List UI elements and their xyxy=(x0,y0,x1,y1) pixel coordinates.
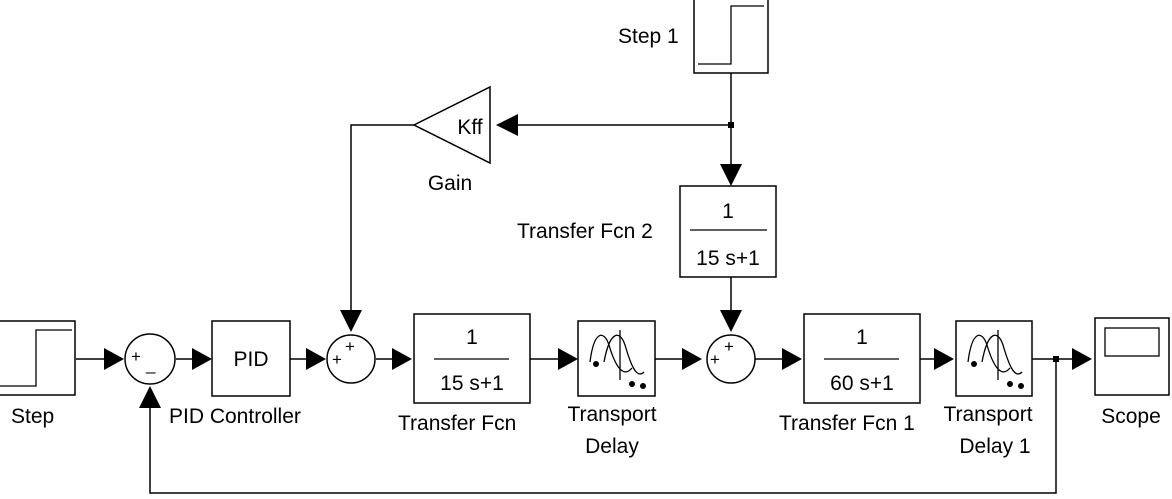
transfer-fcn-1-label: Transfer Fcn 1 xyxy=(779,412,915,435)
transfer-fcn-block[interactable]: 1 15 s+1 xyxy=(413,313,531,404)
step-waveform-icon xyxy=(0,329,72,387)
tf2-denominator: 15 s+1 xyxy=(696,247,760,270)
step-1-block[interactable] xyxy=(693,0,769,74)
gain-symbol: Kff xyxy=(457,116,482,139)
sum2-top-plus: + xyxy=(345,337,355,356)
transfer-fcn-2-block[interactable]: 1 15 s+1 xyxy=(679,185,777,278)
gain-label: Gain xyxy=(428,172,472,195)
step1-waveform-icon xyxy=(698,5,764,65)
scope-label: Scope xyxy=(1101,405,1161,428)
tf1-denominator: 60 s+1 xyxy=(830,372,894,395)
transport-delay-1-label-line1: Transport xyxy=(943,403,1032,426)
pid-symbol: PID xyxy=(233,348,268,371)
sum3-top-plus: + xyxy=(724,337,734,356)
transport-delay-label-line1: Transport xyxy=(567,403,656,426)
signal-wires xyxy=(76,73,1082,494)
transfer-fcn-label: Transfer Fcn xyxy=(398,412,516,435)
sum1-minus-sign: _ xyxy=(145,355,156,374)
signal-arrowheads xyxy=(104,114,1092,408)
tf2-numerator: 1 xyxy=(722,200,734,223)
sum3-left-plus: + xyxy=(710,350,720,369)
transport-delay-label-line2: Delay xyxy=(585,435,639,458)
delay1-waveform-icon xyxy=(967,330,1024,389)
sum1-plus-sign: + xyxy=(131,347,141,366)
tf-denominator: 15 s+1 xyxy=(440,372,504,395)
delay-waveform-icon xyxy=(589,330,646,389)
pid-controller-block[interactable]: PID xyxy=(211,320,291,397)
transport-delay-1-label-line2: Delay 1 xyxy=(959,435,1030,458)
scope-screen-icon xyxy=(1104,327,1160,357)
step-block[interactable] xyxy=(0,320,76,396)
transfer-fcn-2-label: Transfer Fcn 2 xyxy=(517,220,653,243)
scope-block[interactable] xyxy=(1094,317,1170,396)
sum-block-error[interactable]: + _ xyxy=(124,333,176,385)
tf1-numerator: 1 xyxy=(856,326,868,349)
transport-delay-1-block[interactable] xyxy=(955,320,1033,397)
tf-numerator: 1 xyxy=(466,326,478,349)
step-label: Step xyxy=(11,405,54,428)
transport-delay-block[interactable] xyxy=(577,320,656,397)
gain-block[interactable]: Kff xyxy=(412,85,491,165)
transfer-fcn-1-block[interactable]: 1 60 s+1 xyxy=(803,313,921,404)
sum-block-disturbance[interactable]: + + xyxy=(706,334,756,384)
pid-controller-label: PID Controller xyxy=(169,405,301,428)
step-1-label: Step 1 xyxy=(618,25,679,48)
sum2-left-plus: + xyxy=(332,350,342,369)
sum-block-feedforward[interactable]: + + xyxy=(326,334,376,384)
